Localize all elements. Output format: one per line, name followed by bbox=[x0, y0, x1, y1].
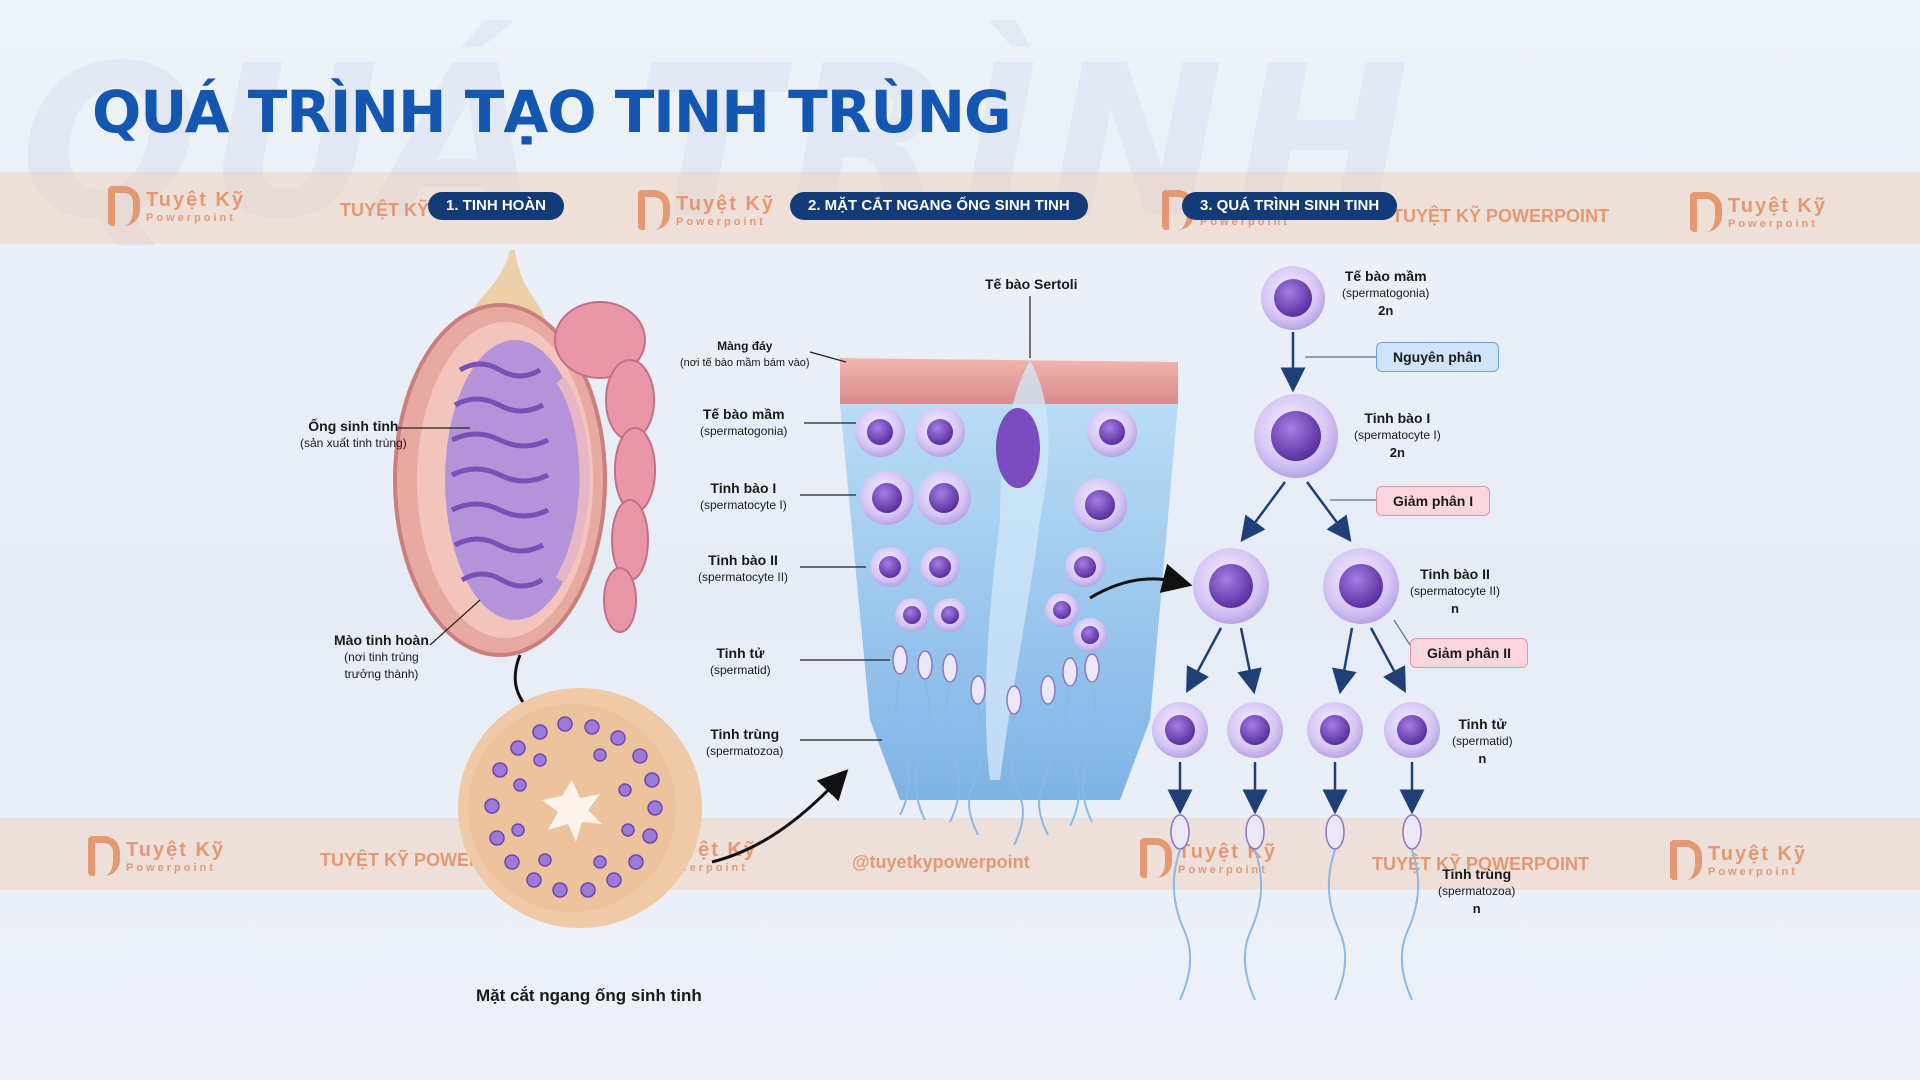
label-sperm: Tinh trùng(spermatozoa) bbox=[706, 726, 784, 758]
label-spermatid: Tinh tử(spermatid) bbox=[710, 645, 771, 677]
label-basement-membrane: Màng đáy(nơi tế bào mầm bám vào) bbox=[680, 339, 810, 369]
testis-illustration bbox=[393, 250, 656, 657]
watermark-text: TUYỆT KỸ POWERPOINT bbox=[1372, 854, 1590, 874]
tag-mitosis: Nguyên phân bbox=[1376, 342, 1499, 372]
watermark-p-icon bbox=[638, 190, 670, 230]
label-spermatid-process: Tinh tử(spermatid)n bbox=[1452, 716, 1513, 766]
page-title: QUÁ TRÌNH TẠO TINH TRÙNG bbox=[92, 78, 1012, 146]
label-spermatocyte-1: Tinh bào I(spermatocyte I) bbox=[700, 480, 787, 512]
label-spermatocyte-2-process: Tinh bào II(spermatocyte II)n bbox=[1410, 566, 1501, 616]
label-sertoli: Tế bào Sertoli bbox=[985, 276, 1078, 292]
label-spermatogonia: Tế bào mầm(spermatogonia) bbox=[700, 406, 788, 438]
process-sperm bbox=[1170, 814, 1422, 1001]
cross-section-caption: Mặt cắt ngang ống sinh tinh bbox=[476, 986, 702, 1005]
process-cells bbox=[1152, 266, 1440, 758]
section-pill-process: 3. QUÁ TRÌNH SINH TINH bbox=[1182, 192, 1398, 220]
watermark-p-icon bbox=[88, 836, 120, 876]
watermark-p-icon bbox=[108, 186, 140, 226]
section-pill-testis: 1. TINH HOÀN bbox=[428, 192, 565, 220]
watermark-text: TUYỆT KỸ POWERPOINT bbox=[1392, 206, 1610, 226]
tag-meiosis-2: Giảm phân II bbox=[1410, 638, 1529, 668]
tubule-wall-illustration bbox=[840, 358, 1178, 846]
label-spermatocyte-1-process: Tinh bào I(spermatocyte I)2n bbox=[1354, 410, 1441, 460]
tubule-cross-section bbox=[458, 688, 702, 928]
watermark-band-bottom bbox=[0, 818, 1920, 890]
wall-cells bbox=[855, 407, 1137, 652]
label-seminiferous-tubule: Ống sinh tinh(sản xuất tinh trùng) bbox=[300, 418, 407, 450]
tag-meiosis-1: Giảm phân I bbox=[1376, 486, 1491, 516]
watermark-p-icon bbox=[1140, 838, 1172, 878]
watermark-p-icon bbox=[1690, 192, 1722, 232]
label-sperm-process: Tinh trùng(spermatozoa)n bbox=[1438, 866, 1516, 916]
label-spermatocyte-2: Tinh bào II(spermatocyte II) bbox=[698, 552, 789, 584]
label-germ-cell: Tế bào mầm(spermatogonia)2n bbox=[1342, 268, 1430, 318]
watermark-p-icon bbox=[1670, 840, 1702, 880]
section-pill-cross-section: 2. MẶT CẮT NGANG ỐNG SINH TINH bbox=[790, 192, 1088, 220]
watermark-handle: @tuyetkypowerpoint bbox=[852, 852, 1030, 872]
label-epididymis: Mào tinh hoàn (nơi tinh trùng trưởng thà… bbox=[334, 632, 429, 681]
